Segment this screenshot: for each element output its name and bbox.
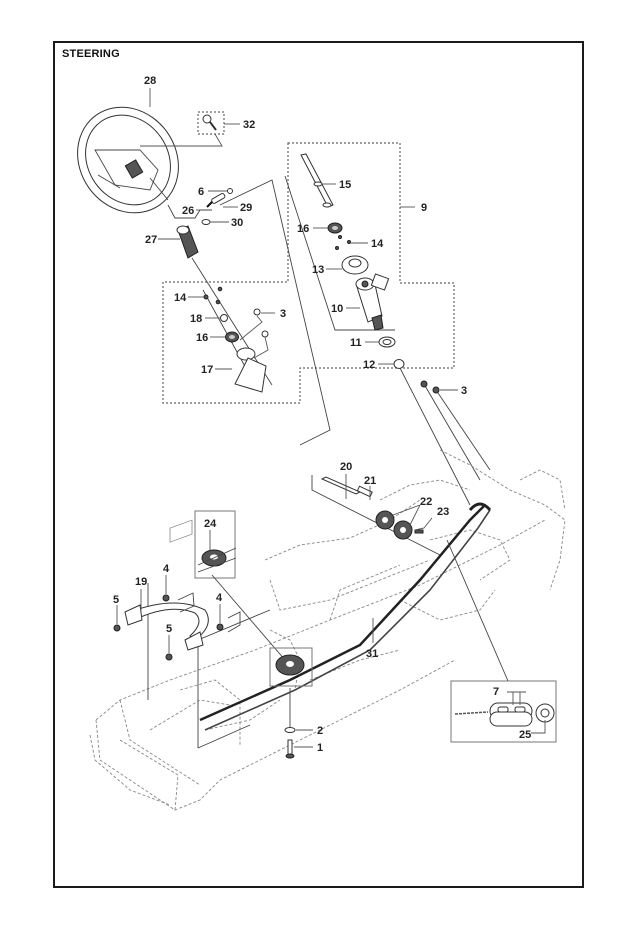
shaft-assembly	[320, 476, 424, 540]
leader-23	[414, 517, 433, 531]
nut-3b-b	[432, 386, 440, 394]
assembly-outline-9	[162, 142, 455, 404]
diagram-frame	[53, 41, 584, 888]
callout-15[interactable]: 15	[339, 179, 351, 191]
pulley-24	[197, 547, 237, 573]
lower-column-parts	[203, 286, 269, 393]
column-plane	[219, 179, 331, 446]
callout-22[interactable]: 22	[420, 496, 432, 508]
callout-21[interactable]: 21	[364, 475, 376, 487]
leader-22	[392, 504, 421, 526]
callout-12[interactable]: 12	[363, 359, 375, 371]
plate-4a	[177, 592, 195, 613]
guard-19	[124, 519, 209, 651]
callout-14a[interactable]: 14	[371, 238, 384, 250]
leader-3a-branches	[239, 315, 269, 359]
plate-4b	[227, 611, 241, 633]
callout-28[interactable]: 28	[144, 75, 156, 87]
callout-17[interactable]: 17	[201, 364, 213, 376]
steering-wheel	[77, 106, 179, 214]
callout-13[interactable]: 13	[312, 264, 324, 276]
ref-plane-shaft	[311, 475, 441, 556]
leader-25	[531, 720, 546, 734]
callout-23[interactable]: 23	[437, 506, 449, 518]
chain-31-end	[468, 502, 492, 512]
callout-26[interactable]: 26	[182, 205, 194, 217]
callout-2[interactable]: 2	[317, 725, 323, 737]
nut-5a	[113, 624, 121, 632]
tractor-frame	[89, 449, 566, 811]
steering-shaft-15	[300, 153, 334, 208]
callout-31[interactable]: 31	[366, 648, 378, 660]
nut-4b	[216, 623, 224, 631]
chain-detail	[454, 702, 555, 727]
callout-27[interactable]: 27	[145, 234, 157, 246]
cap-screw-32	[197, 111, 225, 135]
chain-detail-box	[450, 680, 557, 743]
callout-5b[interactable]: 5	[166, 623, 172, 635]
callout-3b[interactable]: 3	[461, 385, 467, 397]
bolt-1	[287, 739, 293, 756]
nut-3b-a	[420, 380, 428, 388]
callout-16a[interactable]: 16	[297, 223, 309, 235]
chain-31-lower	[204, 509, 491, 731]
bolt-1-head	[285, 753, 295, 759]
diagram-title: STEERING	[62, 48, 120, 60]
callout-14b[interactable]: 14	[174, 292, 187, 304]
callout-20[interactable]: 20	[340, 461, 352, 473]
wheel-hub-link	[167, 204, 212, 219]
callout-16b[interactable]: 16	[196, 332, 208, 344]
lower-column-axis-2	[202, 289, 249, 373]
leader-7	[507, 691, 526, 705]
callout-11[interactable]: 11	[350, 337, 362, 349]
callout-19[interactable]: 19	[135, 576, 147, 588]
column-axis-lower	[399, 367, 471, 506]
callout-7[interactable]: 7	[493, 686, 499, 698]
leader-32-wheel	[140, 133, 223, 147]
callout-3a[interactable]: 3	[280, 308, 286, 320]
nut-4a	[162, 594, 170, 602]
callout-1[interactable]: 1	[317, 742, 323, 754]
pulley-24-ref	[211, 574, 286, 661]
clamp-parts	[201, 188, 233, 225]
callout-29[interactable]: 29	[240, 202, 252, 214]
callout-4a[interactable]: 4	[163, 563, 170, 575]
callout-10[interactable]: 10	[331, 303, 343, 315]
frame-pulley	[269, 647, 313, 687]
callout-9[interactable]: 9	[421, 202, 427, 214]
callout-5a[interactable]: 5	[113, 594, 119, 606]
detail-leader	[446, 539, 509, 682]
callout-18[interactable]: 18	[190, 313, 202, 325]
upper-column-parts	[327, 222, 405, 369]
rod-1	[423, 383, 481, 481]
ref-plane-left	[197, 609, 271, 749]
callout-24[interactable]: 24	[204, 518, 217, 530]
chain-31-upper	[199, 504, 486, 722]
washer-2	[284, 727, 296, 733]
callout-4b[interactable]: 4	[216, 592, 223, 604]
callout-32[interactable]: 32	[243, 119, 255, 131]
rod-2	[435, 389, 491, 471]
callout-30[interactable]: 30	[231, 217, 243, 229]
nut-5b	[165, 653, 173, 661]
adapter-27	[176, 225, 199, 259]
callout-6[interactable]: 6	[198, 186, 204, 198]
callout-25[interactable]: 25	[519, 729, 531, 741]
